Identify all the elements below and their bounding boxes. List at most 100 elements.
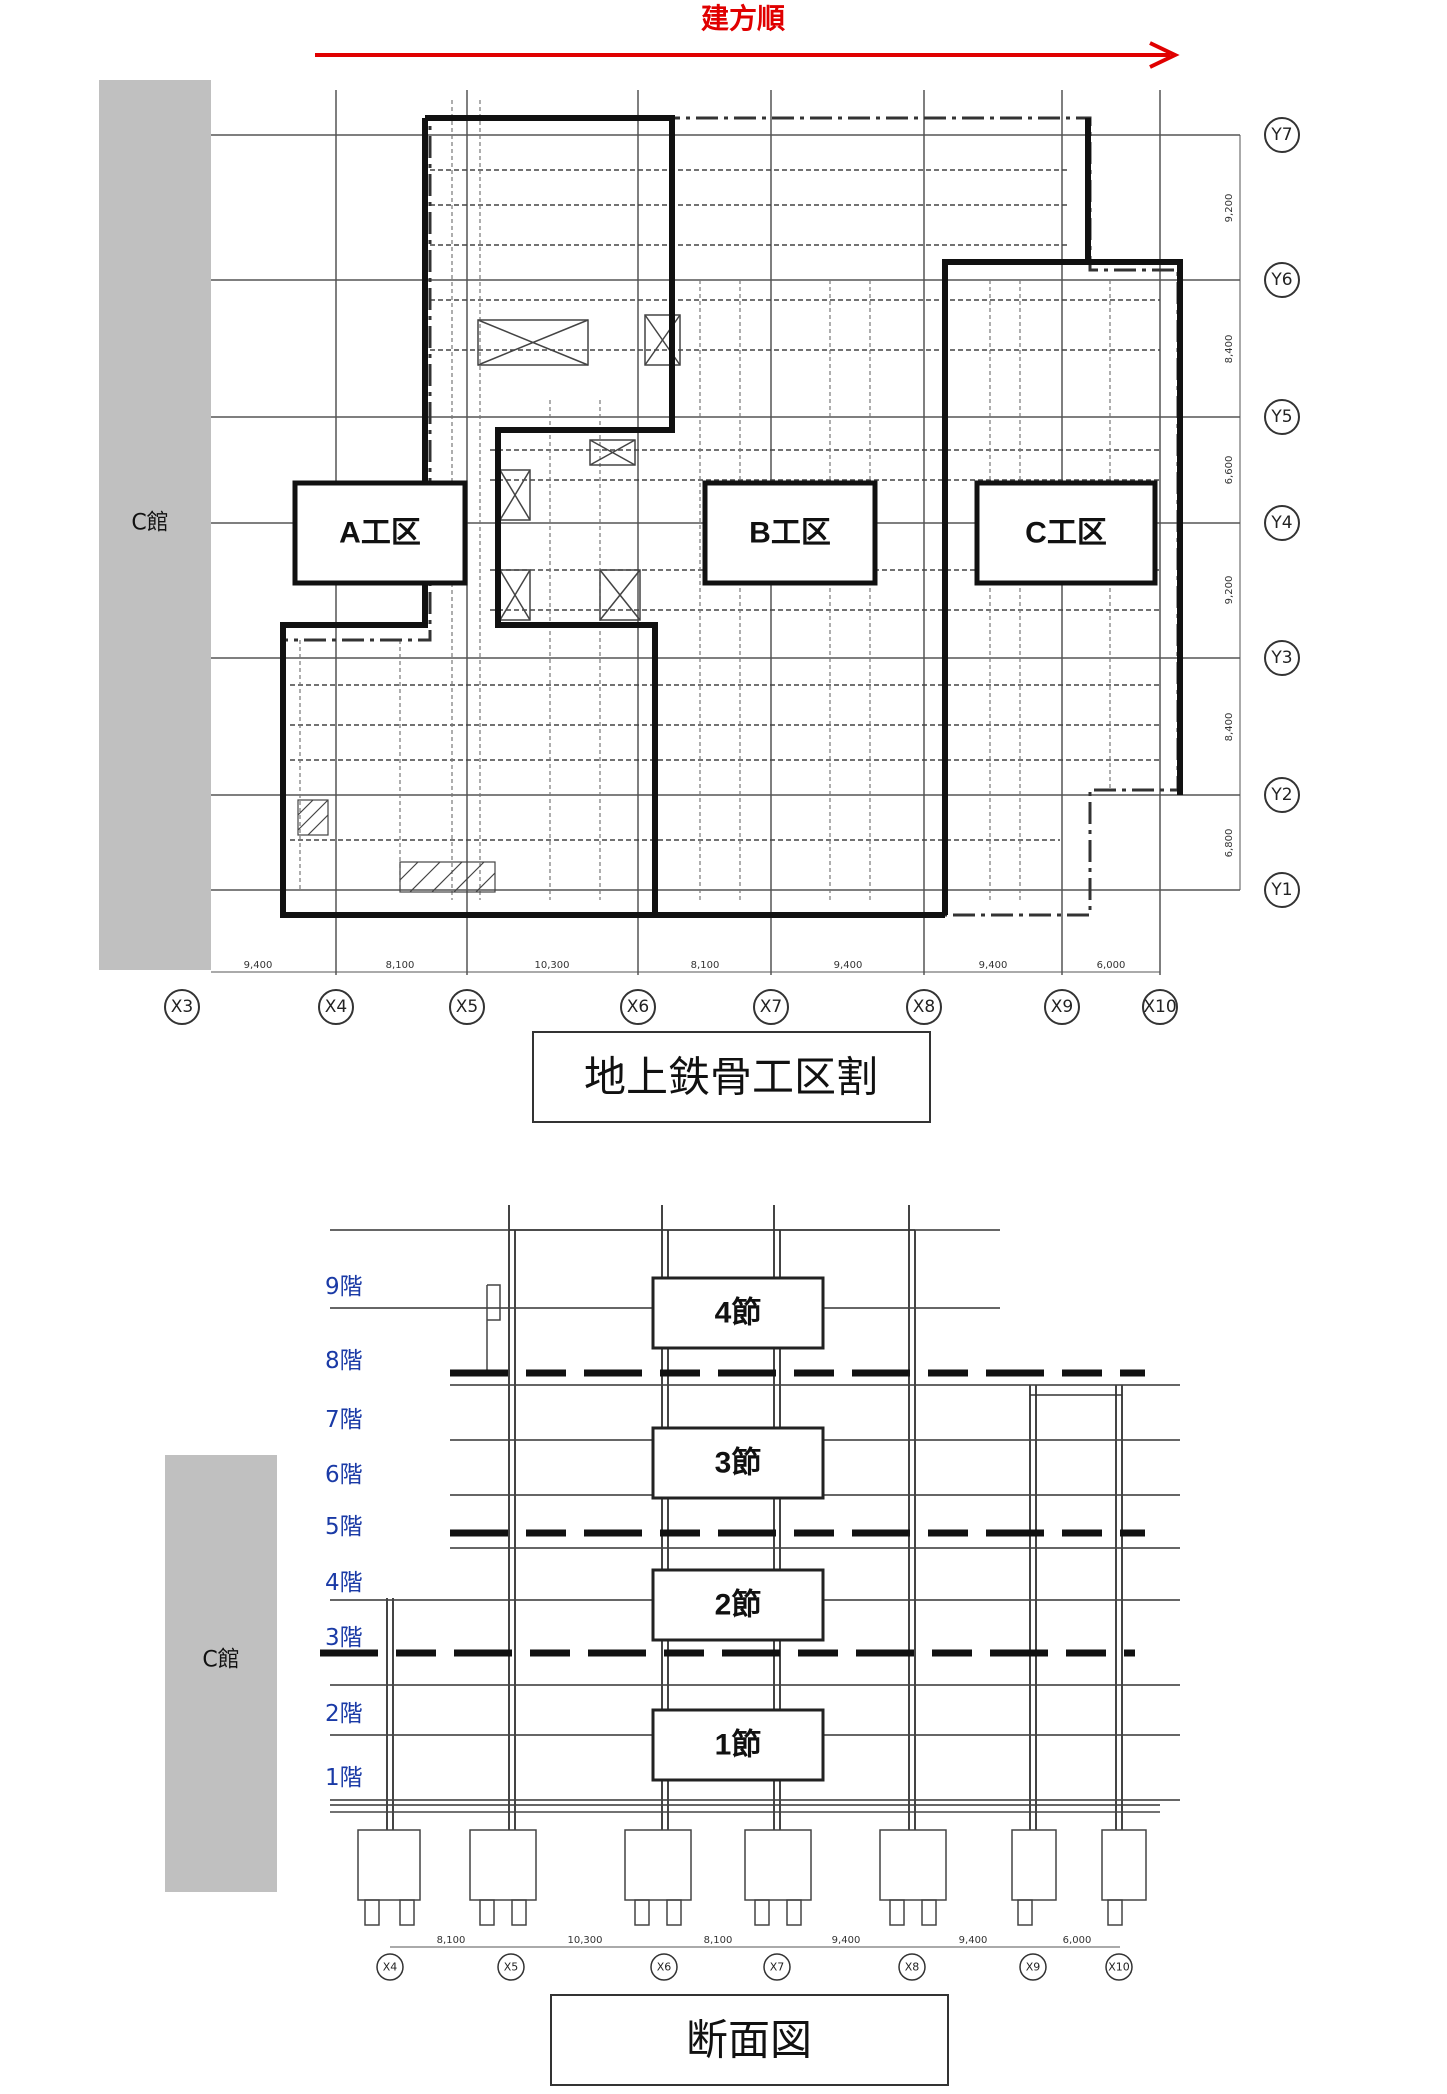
svg-text:1階: 1階 (325, 1765, 363, 1791)
zone-c: C工区 (974, 480, 1158, 586)
x-axis-x8: X8 (906, 989, 942, 1025)
section-axis-x7: X7 (763, 1953, 791, 1981)
svg-text:X3: X3 (171, 997, 193, 1017)
y-axis-y7: Y7 (1264, 117, 1300, 153)
x-axis-x7: X7 (753, 989, 789, 1025)
svg-text:6,600: 6,600 (1224, 456, 1235, 485)
segment-3: 3節 (651, 1426, 825, 1500)
svg-text:4階: 4階 (325, 1570, 363, 1596)
direction-label: 建方順 (701, 2, 785, 35)
svg-text:Y3: Y3 (1270, 648, 1292, 668)
section-foundation (330, 1811, 1160, 1926)
svg-text:Y6: Y6 (1270, 270, 1292, 290)
svg-text:X9: X9 (1026, 1961, 1041, 1974)
svg-text:1節: 1節 (715, 1728, 762, 1762)
svg-text:X10: X10 (1108, 1961, 1130, 1974)
svg-text:X4: X4 (383, 1961, 398, 1974)
svg-text:5階: 5階 (325, 1514, 363, 1540)
y-axis-y5: Y5 (1264, 399, 1300, 435)
svg-text:3節: 3節 (715, 1446, 762, 1480)
plan-beams (290, 100, 1160, 900)
svg-text:9,400: 9,400 (834, 960, 863, 971)
svg-text:6,000: 6,000 (1063, 1935, 1092, 1946)
svg-text:X9: X9 (1051, 997, 1073, 1017)
svg-text:C工区: C工区 (1025, 517, 1107, 550)
section-floor-labels: 9階 8階 7階 6階 5階 4階 3階 2階 1階 (325, 1274, 363, 1791)
svg-text:X8: X8 (913, 997, 935, 1017)
section-title: 断面図 (550, 1994, 949, 2086)
section-axis-x8: X8 (898, 1953, 926, 1981)
svg-text:8,400: 8,400 (1224, 335, 1235, 364)
svg-text:8,100: 8,100 (437, 1935, 466, 1946)
svg-text:9階: 9階 (325, 1274, 363, 1300)
zone-b: B工区 (702, 480, 878, 586)
svg-text:9,200: 9,200 (1224, 194, 1235, 223)
x-axis-x6: X6 (620, 989, 656, 1025)
svg-text:4節: 4節 (715, 1296, 762, 1330)
svg-text:X10: X10 (1143, 997, 1176, 1017)
segment-4: 4節 (651, 1276, 825, 1350)
section-axis-x6: X6 (650, 1953, 678, 1981)
svg-text:Y2: Y2 (1270, 785, 1292, 805)
plan-openings (477, 314, 681, 621)
svg-text:7階: 7階 (325, 1407, 363, 1433)
y-axis-y3: Y3 (1264, 640, 1300, 676)
direction-arrow (315, 41, 1180, 69)
building-c-label: C館 (131, 511, 168, 536)
svg-text:6,000: 6,000 (1097, 960, 1126, 971)
svg-text:B工区: B工区 (749, 517, 831, 550)
section-x-dimensions: 8,100 10,300 8,100 9,400 9,400 6,000 (390, 1935, 1120, 1948)
plan-title: 地上鉄骨工区割 (532, 1031, 931, 1123)
svg-text:9,400: 9,400 (959, 1935, 988, 1946)
section-stair-detail (486, 1284, 501, 1370)
x-axis-x10: X10 (1142, 989, 1178, 1025)
svg-text:9,400: 9,400 (979, 960, 1008, 971)
section-axis-x10: X10 (1105, 1953, 1133, 1981)
zone-a: A工区 (292, 480, 468, 586)
svg-text:8,100: 8,100 (704, 1935, 733, 1946)
svg-text:X6: X6 (627, 997, 649, 1017)
svg-text:6階: 6階 (325, 1462, 363, 1488)
svg-text:8,100: 8,100 (386, 960, 415, 971)
svg-text:A工区: A工区 (339, 517, 421, 550)
x-dimensions: 9,400 8,100 10,300 8,100 9,400 9,400 6,0… (211, 960, 1160, 973)
svg-text:9,400: 9,400 (244, 960, 273, 971)
section-x-axis-bubbles: X4 X5 X6 X7 X8 X9 X10 (376, 1953, 1133, 1981)
svg-text:X7: X7 (760, 997, 782, 1017)
y-axis-y4: Y4 (1264, 505, 1300, 541)
svg-text:断面図: 断面図 (686, 2016, 812, 2065)
svg-text:X7: X7 (770, 1961, 785, 1974)
svg-text:X6: X6 (657, 1961, 672, 1974)
x-axis-bubbles: X3 X4 X5 X6 X7 X8 X9 X10 (164, 989, 1178, 1025)
section-axis-x9: X9 (1019, 1953, 1047, 1981)
svg-text:Y5: Y5 (1270, 407, 1292, 427)
section-building-c-block (165, 1455, 277, 1892)
y-axis-y6: Y6 (1264, 262, 1300, 298)
svg-text:Y7: Y7 (1270, 125, 1292, 145)
zone-boundaries (280, 115, 1183, 918)
svg-text:X4: X4 (325, 997, 347, 1017)
y-axis-bubbles: Y7 Y6 Y5 Y4 Y3 Y2 Y1 (1264, 117, 1300, 908)
svg-text:9,400: 9,400 (832, 1935, 861, 1946)
y-dimensions: 9,200 8,400 6,600 9,200 8,400 6,800 (1224, 135, 1241, 890)
svg-text:X5: X5 (504, 1961, 519, 1974)
svg-text:Y1: Y1 (1270, 880, 1292, 900)
building-c-block (99, 80, 211, 970)
svg-text:X8: X8 (905, 1961, 920, 1974)
svg-text:2階: 2階 (325, 1701, 363, 1727)
svg-text:2節: 2節 (715, 1588, 762, 1622)
svg-text:地上鉄骨工区割: 地上鉄骨工区割 (584, 1053, 878, 1102)
svg-text:9,200: 9,200 (1224, 576, 1235, 605)
svg-text:3階: 3階 (325, 1625, 363, 1651)
svg-text:10,300: 10,300 (535, 960, 570, 971)
section-building-c-label: C館 (202, 1648, 239, 1673)
x-axis-x5: X5 (449, 989, 485, 1025)
svg-text:8,400: 8,400 (1224, 713, 1235, 742)
svg-text:Y4: Y4 (1270, 513, 1292, 533)
svg-text:10,300: 10,300 (568, 1935, 603, 1946)
y-axis-y2: Y2 (1264, 777, 1300, 813)
x-axis-x4: X4 (318, 989, 354, 1025)
svg-text:8階: 8階 (325, 1348, 363, 1374)
y-axis-y1: Y1 (1264, 872, 1300, 908)
